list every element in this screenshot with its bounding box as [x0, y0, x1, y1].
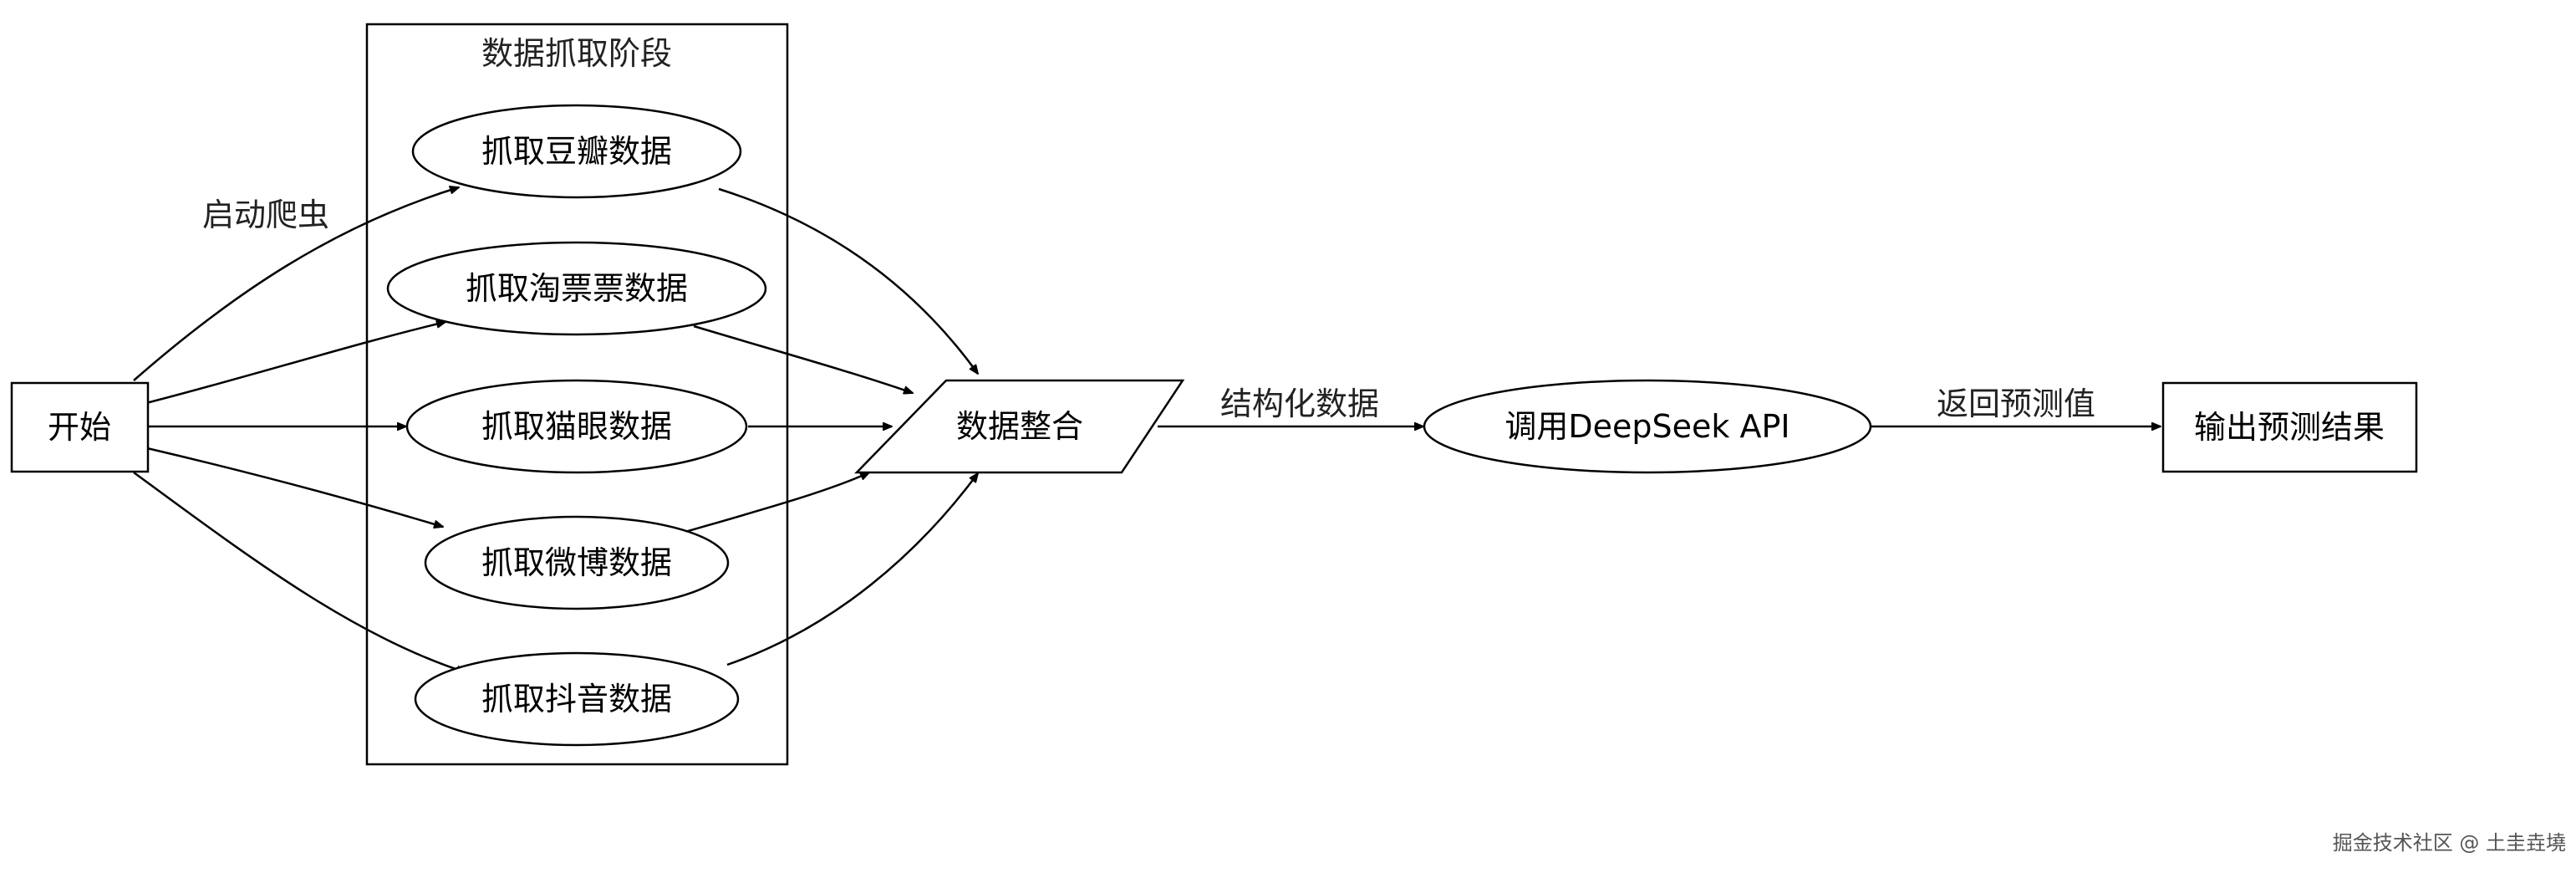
watermark: 掘金技术社区 @ 土圭垚墝	[2333, 831, 2566, 855]
edge-label-return-prediction: 返回预测值	[1937, 385, 2095, 422]
node-start[interactable]: 开始	[10, 381, 150, 473]
edge-douban-integrate	[718, 187, 978, 374]
cluster-data-scraping-stage: 数据抓取阶段	[365, 23, 789, 766]
edges	[133, 187, 2161, 672]
node-start-label: 开始	[48, 409, 111, 446]
node-integrate-label: 数据整合	[956, 408, 1083, 445]
node-douban[interactable]: 抓取豆瓣数据	[411, 104, 742, 199]
node-douban-label: 抓取豆瓣数据	[481, 133, 672, 170]
cluster-label: 数据抓取阶段	[481, 35, 672, 72]
node-deepseek-label: 调用DeepSeek API	[1504, 408, 1789, 445]
node-douyin[interactable]: 抓取抖音数据	[414, 651, 740, 747]
node-douyin-label: 抓取抖音数据	[481, 681, 672, 717]
edge-weibo-integrate	[685, 471, 869, 534]
edge-start-taopiaopiao	[145, 322, 445, 405]
node-weibo-label: 抓取微博数据	[481, 544, 672, 581]
edge-start-douyin	[133, 471, 466, 672]
node-maoyan-label: 抓取猫眼数据	[481, 408, 672, 445]
node-integrate[interactable]: 数据整合	[854, 379, 1185, 474]
node-output-label: 输出预测结果	[2194, 409, 2385, 446]
node-weibo[interactable]: 抓取微博数据	[424, 515, 730, 610]
edge-douyin-integrate	[726, 473, 978, 666]
edge-taopiaopiao-integrate	[693, 324, 913, 393]
edge-start-weibo	[146, 447, 443, 527]
edge-label-start-crawler: 启动爬虫	[202, 197, 329, 233]
node-maoyan[interactable]: 抓取猫眼数据	[405, 379, 748, 474]
node-taopiaopiao[interactable]: 抓取淘票票数据	[386, 241, 767, 336]
edge-start-douban	[133, 187, 459, 381]
node-deepseek[interactable]: 调用DeepSeek API	[1423, 379, 1872, 474]
edge-label-structured-data: 结构化数据	[1220, 385, 1379, 422]
node-taopiaopiao-label: 抓取淘票票数据	[466, 270, 688, 307]
node-output[interactable]: 输出预测结果	[2161, 381, 2418, 473]
